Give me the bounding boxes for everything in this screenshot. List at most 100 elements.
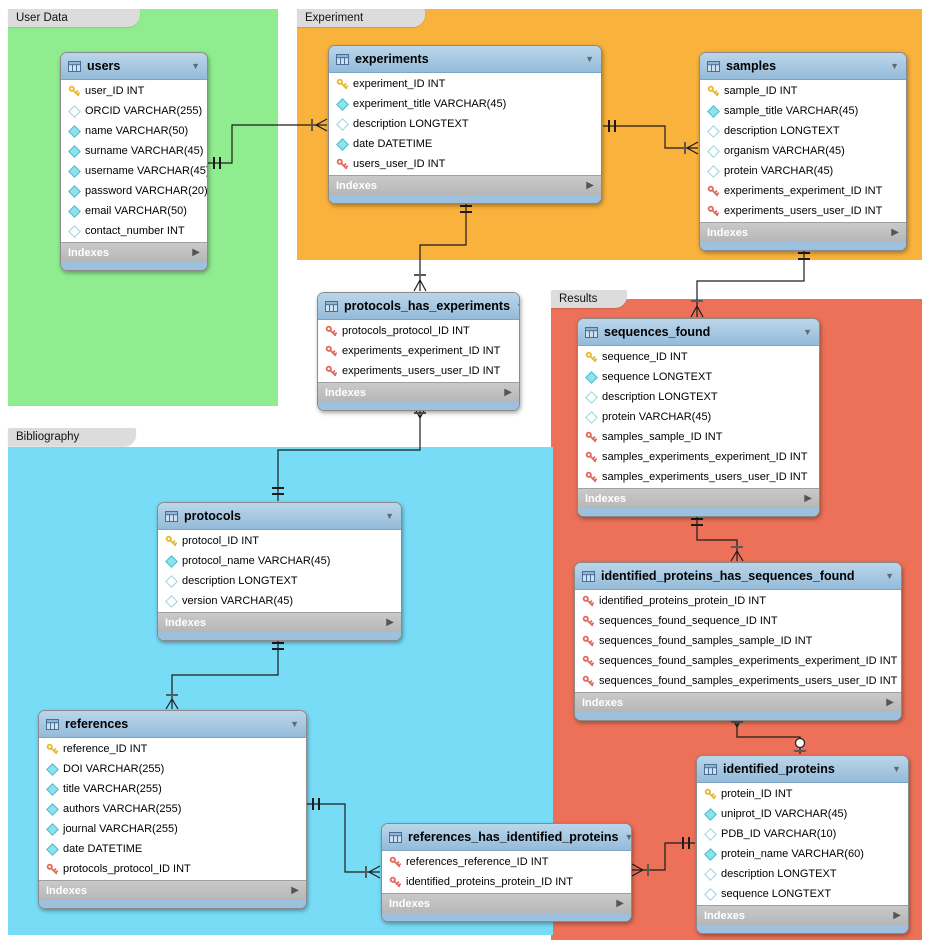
field-row[interactable]: users_user_ID INT [329,154,601,174]
field-row[interactable]: sequences_found_samples_sample_ID INT [575,631,901,651]
field-row[interactable]: sequence LONGTEXT [697,884,908,904]
rel-experiments-protocols_has_experiments[interactable] [413,199,472,292]
expand-indexes-icon[interactable]: ▶ [586,180,594,191]
field-row[interactable]: sequence_ID INT [578,347,819,367]
field-row[interactable]: reference_ID INT [39,739,306,759]
indexes-bar[interactable]: Indexes▶ [61,242,207,262]
expand-indexes-icon[interactable]: ▶ [893,910,901,921]
expand-indexes-icon[interactable]: ▶ [616,898,624,909]
field-row[interactable]: username VARCHAR(45) [61,161,207,181]
field-row[interactable]: password VARCHAR(20) [61,181,207,201]
field-row[interactable]: organism VARCHAR(45) [700,141,906,161]
field-row[interactable]: protein VARCHAR(45) [578,407,819,427]
indexes-bar[interactable]: Indexes▶ [575,692,901,712]
region-tab-bibliography[interactable]: Bibliography [8,428,136,446]
field-row[interactable]: references_reference_ID INT [382,852,631,872]
field-row[interactable]: user_ID INT [61,81,207,101]
expand-indexes-icon[interactable]: ▶ [192,247,200,258]
collapse-arrow-icon[interactable]: ▼ [191,61,200,71]
field-row[interactable]: sequence LONGTEXT [578,367,819,387]
field-row[interactable]: sequences_found_samples_experiments_user… [575,671,901,691]
field-row[interactable]: journal VARCHAR(255) [39,819,306,839]
region-tab-results[interactable]: Results [551,290,627,308]
table-header[interactable]: users▼ [61,53,207,80]
rel-references-references_has_identified_proteins[interactable] [307,798,381,879]
table-header[interactable]: references▼ [39,711,306,738]
field-row[interactable]: protocol_ID INT [158,531,401,551]
field-row[interactable]: description LONGTEXT [158,571,401,591]
field-row[interactable]: sample_title VARCHAR(45) [700,101,906,121]
collapse-arrow-icon[interactable]: ▼ [625,832,632,842]
collapse-arrow-icon[interactable]: ▼ [885,571,894,581]
indexes-bar[interactable]: Indexes▶ [382,893,631,913]
field-row[interactable]: protein_ID INT [697,784,908,804]
indexes-bar[interactable]: Indexes▶ [697,905,908,925]
rel-protocols_has_experiments-protocols[interactable] [272,406,427,501]
field-row[interactable]: date DATETIME [329,134,601,154]
collapse-arrow-icon[interactable]: ▼ [516,301,519,311]
field-row[interactable]: description LONGTEXT [697,864,908,884]
indexes-bar[interactable]: Indexes▶ [39,880,306,900]
table-header[interactable]: protocols▼ [158,503,401,530]
rel-identified_proteins_has_sequences_found-identified_proteins[interactable] [730,715,806,754]
collapse-arrow-icon[interactable]: ▼ [890,61,899,71]
field-row[interactable]: name VARCHAR(50) [61,121,207,141]
field-row[interactable]: samples_sample_ID INT [578,427,819,447]
indexes-bar[interactable]: Indexes▶ [578,488,819,508]
field-row[interactable]: samples_experiments_experiment_ID INT [578,447,819,467]
expand-indexes-icon[interactable]: ▶ [886,697,894,708]
expand-indexes-icon[interactable]: ▶ [891,227,899,238]
rel-users-experiments[interactable] [208,118,328,169]
field-row[interactable]: ORCID VARCHAR(255) [61,101,207,121]
table-identified_proteins_has_sequences_found[interactable]: identified_proteins_has_sequences_found▼… [574,562,902,721]
field-row[interactable]: sequences_found_samples_experiments_expe… [575,651,901,671]
collapse-arrow-icon[interactable]: ▼ [803,327,812,337]
collapse-arrow-icon[interactable]: ▼ [385,511,394,521]
field-row[interactable]: version VARCHAR(45) [158,591,401,611]
table-header[interactable]: experiments▼ [329,46,601,73]
indexes-bar[interactable]: Indexes▶ [318,382,519,402]
field-row[interactable]: description LONGTEXT [329,114,601,134]
expand-indexes-icon[interactable]: ▶ [386,617,394,628]
rel-protocols-references[interactable] [165,636,284,710]
field-row[interactable]: sample_ID INT [700,81,906,101]
field-row[interactable]: identified_proteins_protein_ID INT [382,872,631,892]
field-row[interactable]: experiment_title VARCHAR(45) [329,94,601,114]
table-header[interactable]: references_has_identified_proteins▼ [382,824,631,851]
field-row[interactable]: protein_name VARCHAR(60) [697,844,908,864]
region-tab-experiment[interactable]: Experiment [297,9,425,27]
field-row[interactable]: date DATETIME [39,839,306,859]
field-row[interactable]: protocols_protocol_ID INT [318,321,519,341]
indexes-bar[interactable]: Indexes▶ [700,222,906,242]
field-row[interactable]: sequences_found_sequence_ID INT [575,611,901,631]
expand-indexes-icon[interactable]: ▶ [804,493,812,504]
table-header[interactable]: identified_proteins_has_sequences_found▼ [575,563,901,590]
rel-references_has_identified_proteins-identified_proteins[interactable] [631,837,695,877]
indexes-bar[interactable]: Indexes▶ [158,612,401,632]
field-row[interactable]: identified_proteins_protein_ID INT [575,591,901,611]
expand-indexes-icon[interactable]: ▶ [504,387,512,398]
table-header[interactable]: sequences_found▼ [578,319,819,346]
rel-sequences_found-identified_proteins_has_sequences_found[interactable] [691,512,744,562]
field-row[interactable]: samples_experiments_users_user_ID INT [578,467,819,487]
field-row[interactable]: PDB_ID VARCHAR(10) [697,824,908,844]
table-protocols_has_experiments[interactable]: protocols_has_experiments▼protocols_prot… [317,292,520,411]
table-references_has_identified_proteins[interactable]: references_has_identified_proteins▼refer… [381,823,632,922]
field-row[interactable]: uniprot_ID VARCHAR(45) [697,804,908,824]
rel-experiments-samples[interactable] [603,120,699,155]
field-row[interactable]: description LONGTEXT [700,121,906,141]
field-row[interactable]: experiments_users_user_ID INT [318,361,519,381]
table-header[interactable]: samples▼ [700,53,906,80]
table-header[interactable]: protocols_has_experiments▼ [318,293,519,320]
rel-samples-sequences_found[interactable] [690,246,810,318]
field-row[interactable]: email VARCHAR(50) [61,201,207,221]
field-row[interactable]: experiment_ID INT [329,74,601,94]
field-row[interactable]: protein VARCHAR(45) [700,161,906,181]
field-row[interactable]: surname VARCHAR(45) [61,141,207,161]
region-tab-user-data[interactable]: User Data [8,9,140,27]
